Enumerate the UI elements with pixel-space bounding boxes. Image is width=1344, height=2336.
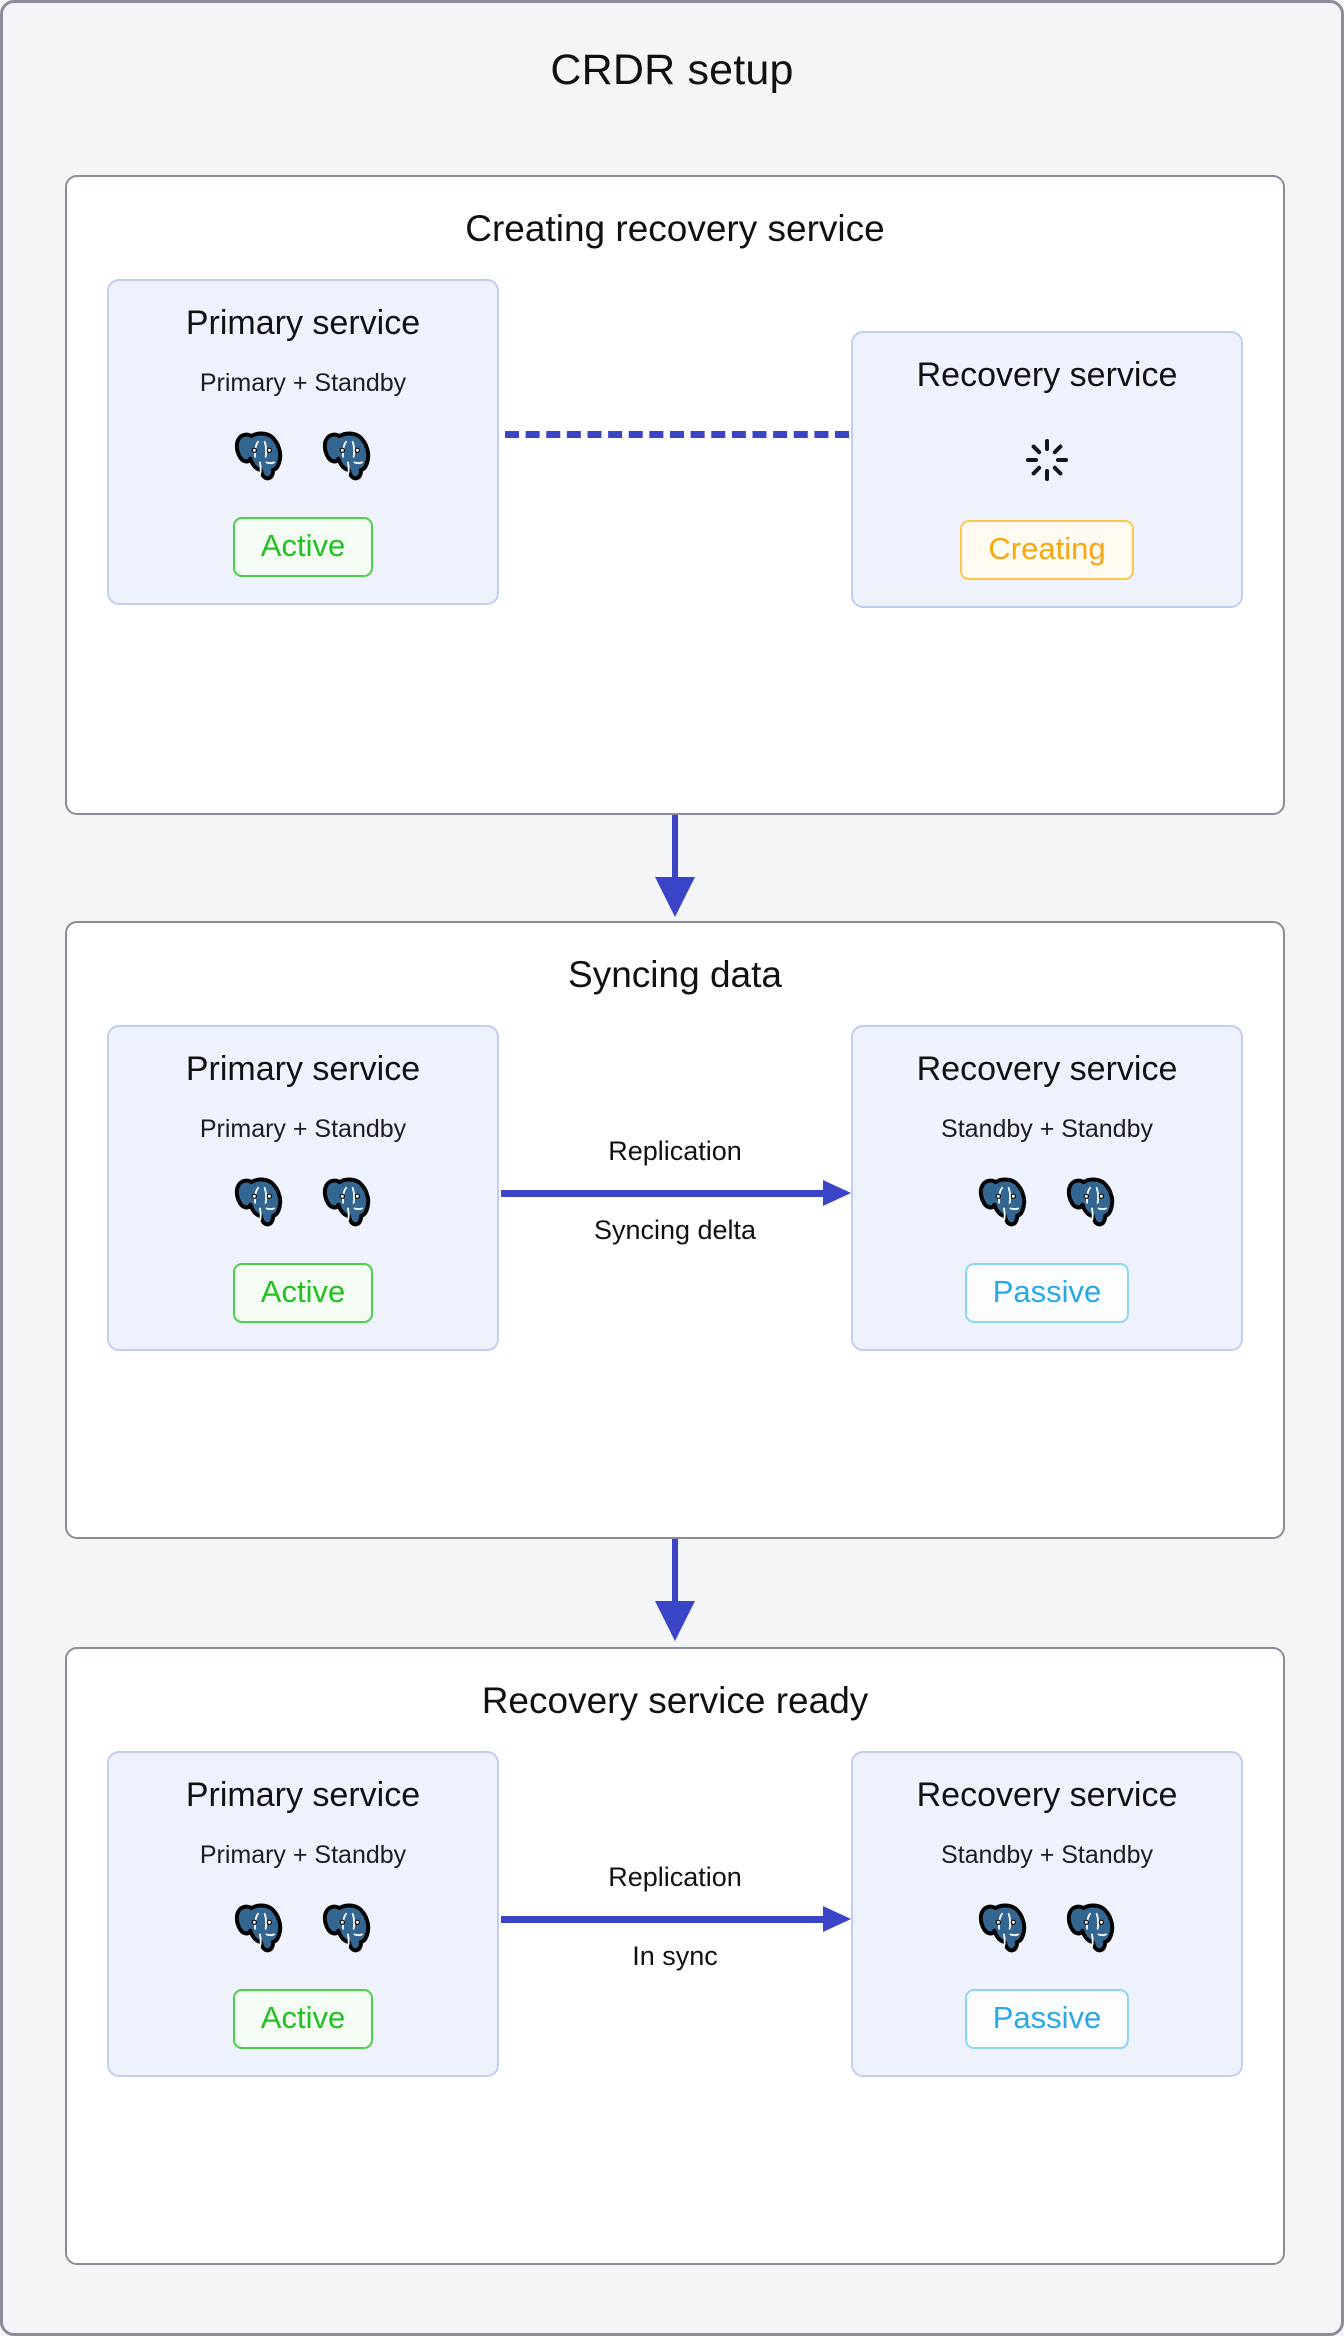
connector-replication: Replication Syncing delta xyxy=(499,1025,851,1350)
stage-panel-ready: Recovery service ready Primary service P… xyxy=(65,1647,1285,2265)
page-title: CRDR setup xyxy=(550,46,794,94)
step-arrow-2-to-3 xyxy=(3,1539,1341,1641)
arrow-head xyxy=(823,1905,851,1932)
arrow-head xyxy=(655,1601,695,1641)
node-list xyxy=(119,1170,487,1235)
arrow-shaft xyxy=(672,815,678,877)
replication-arrow xyxy=(499,1905,851,1932)
card-title: Primary service xyxy=(185,1050,421,1089)
connector-replication: Replication In sync xyxy=(499,1751,851,2076)
card-subtitle: Primary + Standby xyxy=(199,1115,407,1144)
arrow-shaft xyxy=(501,1189,825,1197)
status-badge-passive: Passive xyxy=(964,1989,1130,2049)
card-title: Recovery service xyxy=(916,356,1178,395)
panel-body: Primary service Primary + Standby xyxy=(67,1025,1283,1351)
dashed-link-line xyxy=(505,431,849,439)
node-list xyxy=(863,1896,1231,1961)
postgresql-elephant-icon xyxy=(317,1170,377,1235)
postgresql-elephant-icon xyxy=(229,424,289,489)
stage-panel-syncing: Syncing data Primary service Primary + S… xyxy=(65,921,1285,1539)
postgresql-elephant-icon xyxy=(973,1170,1033,1235)
replication-label-bottom: Syncing delta xyxy=(593,1214,757,1245)
replication-label-top: Replication xyxy=(608,1136,742,1167)
connector-dashed xyxy=(499,279,851,607)
node-list xyxy=(863,1170,1231,1235)
card-title: Recovery service xyxy=(916,1776,1178,1815)
postgresql-elephant-icon xyxy=(317,424,377,489)
card-subtitle: Primary + Standby xyxy=(199,369,407,398)
status-badge-creating: Creating xyxy=(960,520,1134,580)
card-subtitle: Standby + Standby xyxy=(941,1115,1153,1144)
primary-service-card: Primary service Primary + Standby xyxy=(107,279,499,605)
card-title: Recovery service xyxy=(916,1050,1178,1089)
replication-group: Replication Syncing delta xyxy=(499,1135,851,1246)
panel-title: Creating recovery service xyxy=(465,208,885,249)
panel-title: Syncing data xyxy=(568,954,782,995)
stage-panel-creating: Creating recovery service Primary servic… xyxy=(65,175,1285,815)
step-arrow-1-to-2 xyxy=(3,815,1341,917)
postgresql-elephant-icon xyxy=(317,1896,377,1961)
status-badge-active: Active xyxy=(232,517,374,577)
postgresql-elephant-icon xyxy=(973,1896,1033,1961)
postgresql-elephant-icon xyxy=(1061,1896,1121,1961)
card-subtitle: Primary + Standby xyxy=(199,1841,407,1870)
replication-arrow xyxy=(499,1179,851,1206)
replication-label-bottom: In sync xyxy=(632,1940,718,1971)
status-badge-active: Active xyxy=(232,1989,374,2049)
replication-group: Replication In sync xyxy=(499,1861,851,1972)
primary-service-card: Primary service Primary + Standby xyxy=(107,1025,499,1351)
recovery-service-card: Recovery service Standby + Standby xyxy=(851,1751,1243,2077)
panel-title: Recovery service ready xyxy=(481,1680,869,1721)
card-title: Primary service xyxy=(185,1776,421,1815)
panel-body: Primary service Primary + Standby xyxy=(67,279,1283,608)
postgresql-elephant-icon xyxy=(229,1170,289,1235)
arrow-head xyxy=(655,877,695,917)
postgresql-elephant-icon xyxy=(1061,1170,1121,1235)
recovery-service-card: Recovery service Standby + Standby xyxy=(851,1025,1243,1351)
arrow-shaft xyxy=(672,1539,678,1601)
panel-body: Primary service Primary + Standby xyxy=(67,1751,1283,2077)
replication-label-top: Replication xyxy=(608,1862,742,1893)
postgresql-elephant-icon xyxy=(229,1896,289,1961)
card-title: Primary service xyxy=(185,304,421,343)
node-list xyxy=(119,1896,487,1961)
spinner-wrap xyxy=(863,432,1231,492)
loading-spinner-icon xyxy=(1023,436,1071,489)
arrow-head xyxy=(823,1179,851,1206)
node-list xyxy=(119,424,487,489)
primary-service-card: Primary service Primary + Standby xyxy=(107,1751,499,2077)
status-badge-passive: Passive xyxy=(964,1263,1130,1323)
status-badge-active: Active xyxy=(232,1263,374,1323)
arrow-shaft xyxy=(501,1915,825,1923)
recovery-service-card: Recovery service xyxy=(851,331,1243,608)
card-subtitle: Standby + Standby xyxy=(941,1841,1153,1870)
